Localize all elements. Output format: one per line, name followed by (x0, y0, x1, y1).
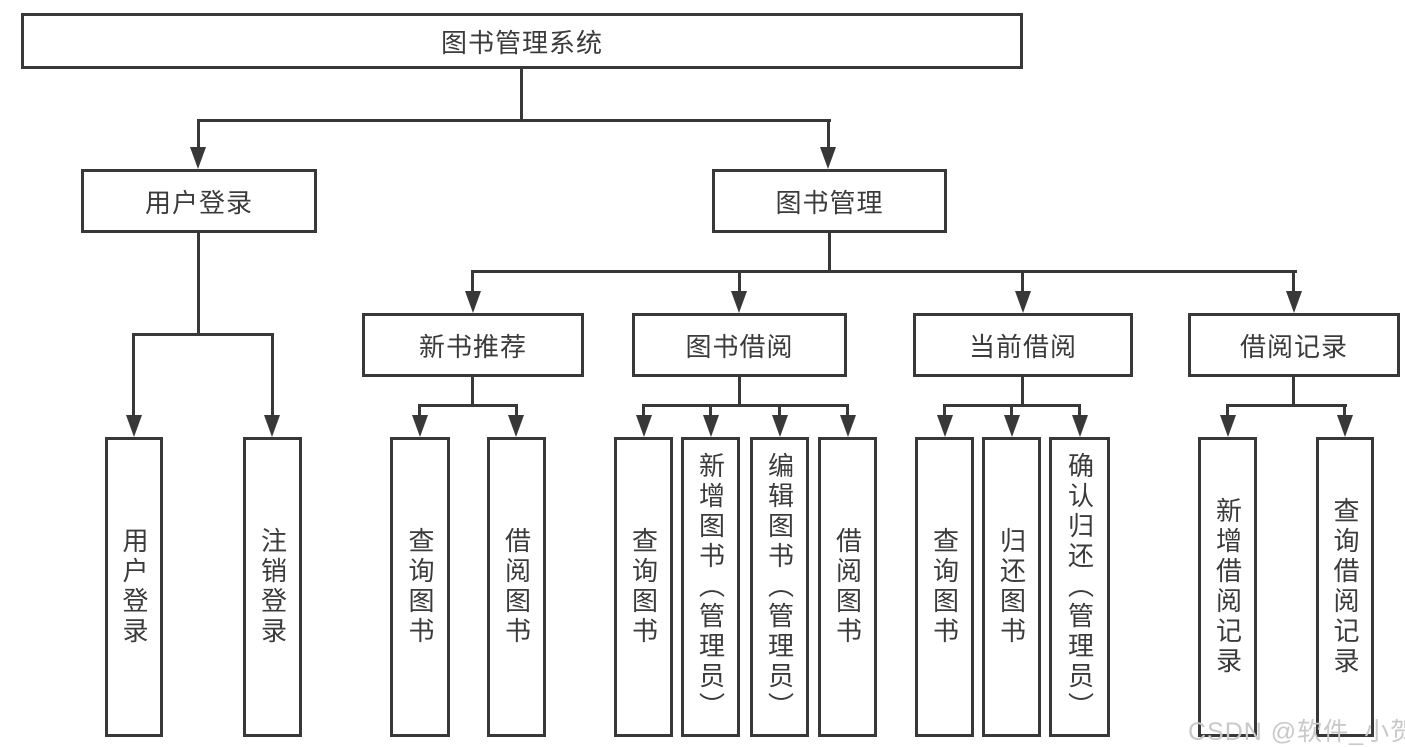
leaf-bb-borrow-books-label: 借阅图书 (832, 527, 863, 647)
connector-line (271, 333, 274, 419)
connector-line (471, 270, 1297, 273)
arrow-down-icon (1015, 291, 1031, 313)
leaf-bb-add-books-admin-label: 新增图书（管理员） (695, 452, 726, 722)
leaf-bb-edit-books-admin-label: 编辑图书（管理员） (764, 452, 795, 722)
leaf-cb-confirm-return-admin: 确认归还（管理员） (1049, 437, 1110, 737)
leaf-cb-confirm-return-admin-label: 确认归还（管理员） (1064, 452, 1095, 722)
connector-line (418, 404, 518, 407)
node-user-login-group: 用户登录 (81, 169, 317, 233)
connector-line (738, 270, 741, 295)
leaf-nbr-query-books-label: 查询图书 (405, 527, 435, 647)
arrow-down-icon (703, 415, 719, 437)
node-book-management: 图书管理 (712, 169, 947, 233)
connector-line (197, 119, 831, 122)
connector-line (943, 404, 946, 419)
leaf-nbr-borrow-books-label: 借阅图书 (501, 527, 532, 647)
arrow-down-icon (264, 415, 280, 437)
leaf-br-query-record: 查询借阅记录 (1316, 437, 1374, 737)
node-new-book-recommend: 新书推荐 (362, 313, 584, 377)
connector-line (197, 233, 200, 336)
leaf-logout-label: 注销登录 (257, 527, 288, 647)
leaf-br-add-record-label: 新增借阅记录 (1212, 497, 1243, 677)
connector-line (471, 270, 474, 295)
arrow-down-icon (1220, 415, 1236, 437)
connector-line (515, 404, 518, 419)
leaf-user-login: 用户登录 (105, 437, 163, 737)
arrow-down-icon (1337, 415, 1353, 437)
node-book-management-label: 图书管理 (775, 187, 884, 218)
arrow-down-icon (937, 415, 953, 437)
arrow-down-icon (1286, 291, 1302, 313)
connector-line (1226, 404, 1229, 419)
leaf-nbr-borrow-books: 借阅图书 (487, 437, 546, 737)
connector-line (132, 333, 274, 336)
arrow-down-icon (820, 147, 836, 169)
arrow-down-icon (636, 415, 652, 437)
connector-line (132, 333, 135, 419)
connector-line (778, 404, 781, 419)
csdn-watermark: CSDN @软件_小贺同学 (1188, 718, 1405, 746)
connector-line (1292, 377, 1295, 407)
arrow-down-icon (508, 415, 524, 437)
connector-line (520, 69, 523, 122)
leaf-user-login-label: 用户登录 (119, 527, 149, 647)
leaf-cb-return-books-label: 归还图书 (996, 527, 1027, 647)
connector-line (1226, 404, 1347, 407)
leaf-cb-query-books-label: 查询图书 (929, 527, 960, 647)
leaf-br-query-record-label: 查询借阅记录 (1330, 497, 1360, 677)
connector-line (1343, 404, 1346, 419)
arrow-down-icon (1004, 415, 1020, 437)
node-new-book-recommend-label: 新书推荐 (418, 331, 527, 362)
connector-line (1021, 270, 1024, 295)
node-book-borrow-label: 图书借阅 (685, 331, 794, 362)
leaf-bb-borrow-books: 借阅图书 (818, 437, 877, 737)
arrow-down-icon (465, 291, 481, 313)
arrow-down-icon (1072, 415, 1088, 437)
arrow-down-icon (190, 147, 206, 169)
node-library-system: 图书管理系统 (21, 13, 1023, 69)
leaf-logout: 注销登录 (243, 437, 302, 737)
leaf-cb-query-books: 查询图书 (915, 437, 974, 737)
connector-line (642, 404, 645, 419)
leaf-bb-add-books-admin: 新增图书（管理员） (681, 437, 740, 737)
connector-line (197, 119, 200, 151)
leaf-nbr-query-books: 查询图书 (390, 437, 450, 737)
arrow-down-icon (772, 415, 788, 437)
arrow-down-icon (731, 291, 747, 313)
node-current-borrow: 当前借阅 (913, 313, 1133, 377)
connector-line (827, 119, 830, 151)
connector-line (1292, 270, 1295, 295)
connector-line (846, 404, 849, 419)
connector-line (1010, 404, 1013, 419)
connector-line (418, 404, 421, 419)
arrow-down-icon (126, 415, 142, 437)
connector-line (642, 404, 849, 407)
arrow-down-icon (412, 415, 428, 437)
leaf-br-add-record: 新增借阅记录 (1198, 437, 1257, 737)
leaf-bb-query-books: 查询图书 (614, 437, 673, 737)
connector-line (471, 377, 474, 407)
connector-line (828, 233, 831, 273)
connector-line (1078, 404, 1081, 419)
node-borrow-records: 借阅记录 (1188, 313, 1400, 377)
node-borrow-records-label: 借阅记录 (1239, 331, 1348, 362)
arrow-down-icon (840, 415, 856, 437)
connector-line (709, 404, 712, 419)
node-current-borrow-label: 当前借阅 (968, 331, 1077, 362)
node-user-login-group-label: 用户登录 (144, 187, 253, 218)
node-book-borrow: 图书借阅 (632, 313, 847, 377)
node-library-system-label: 图书管理系统 (440, 27, 603, 58)
connector-line (1021, 377, 1024, 407)
leaf-cb-return-books: 归还图书 (982, 437, 1041, 737)
connector-line (738, 377, 741, 407)
leaf-bb-edit-books-admin: 编辑图书（管理员） (750, 437, 809, 737)
leaf-bb-query-books-label: 查询图书 (628, 527, 659, 647)
